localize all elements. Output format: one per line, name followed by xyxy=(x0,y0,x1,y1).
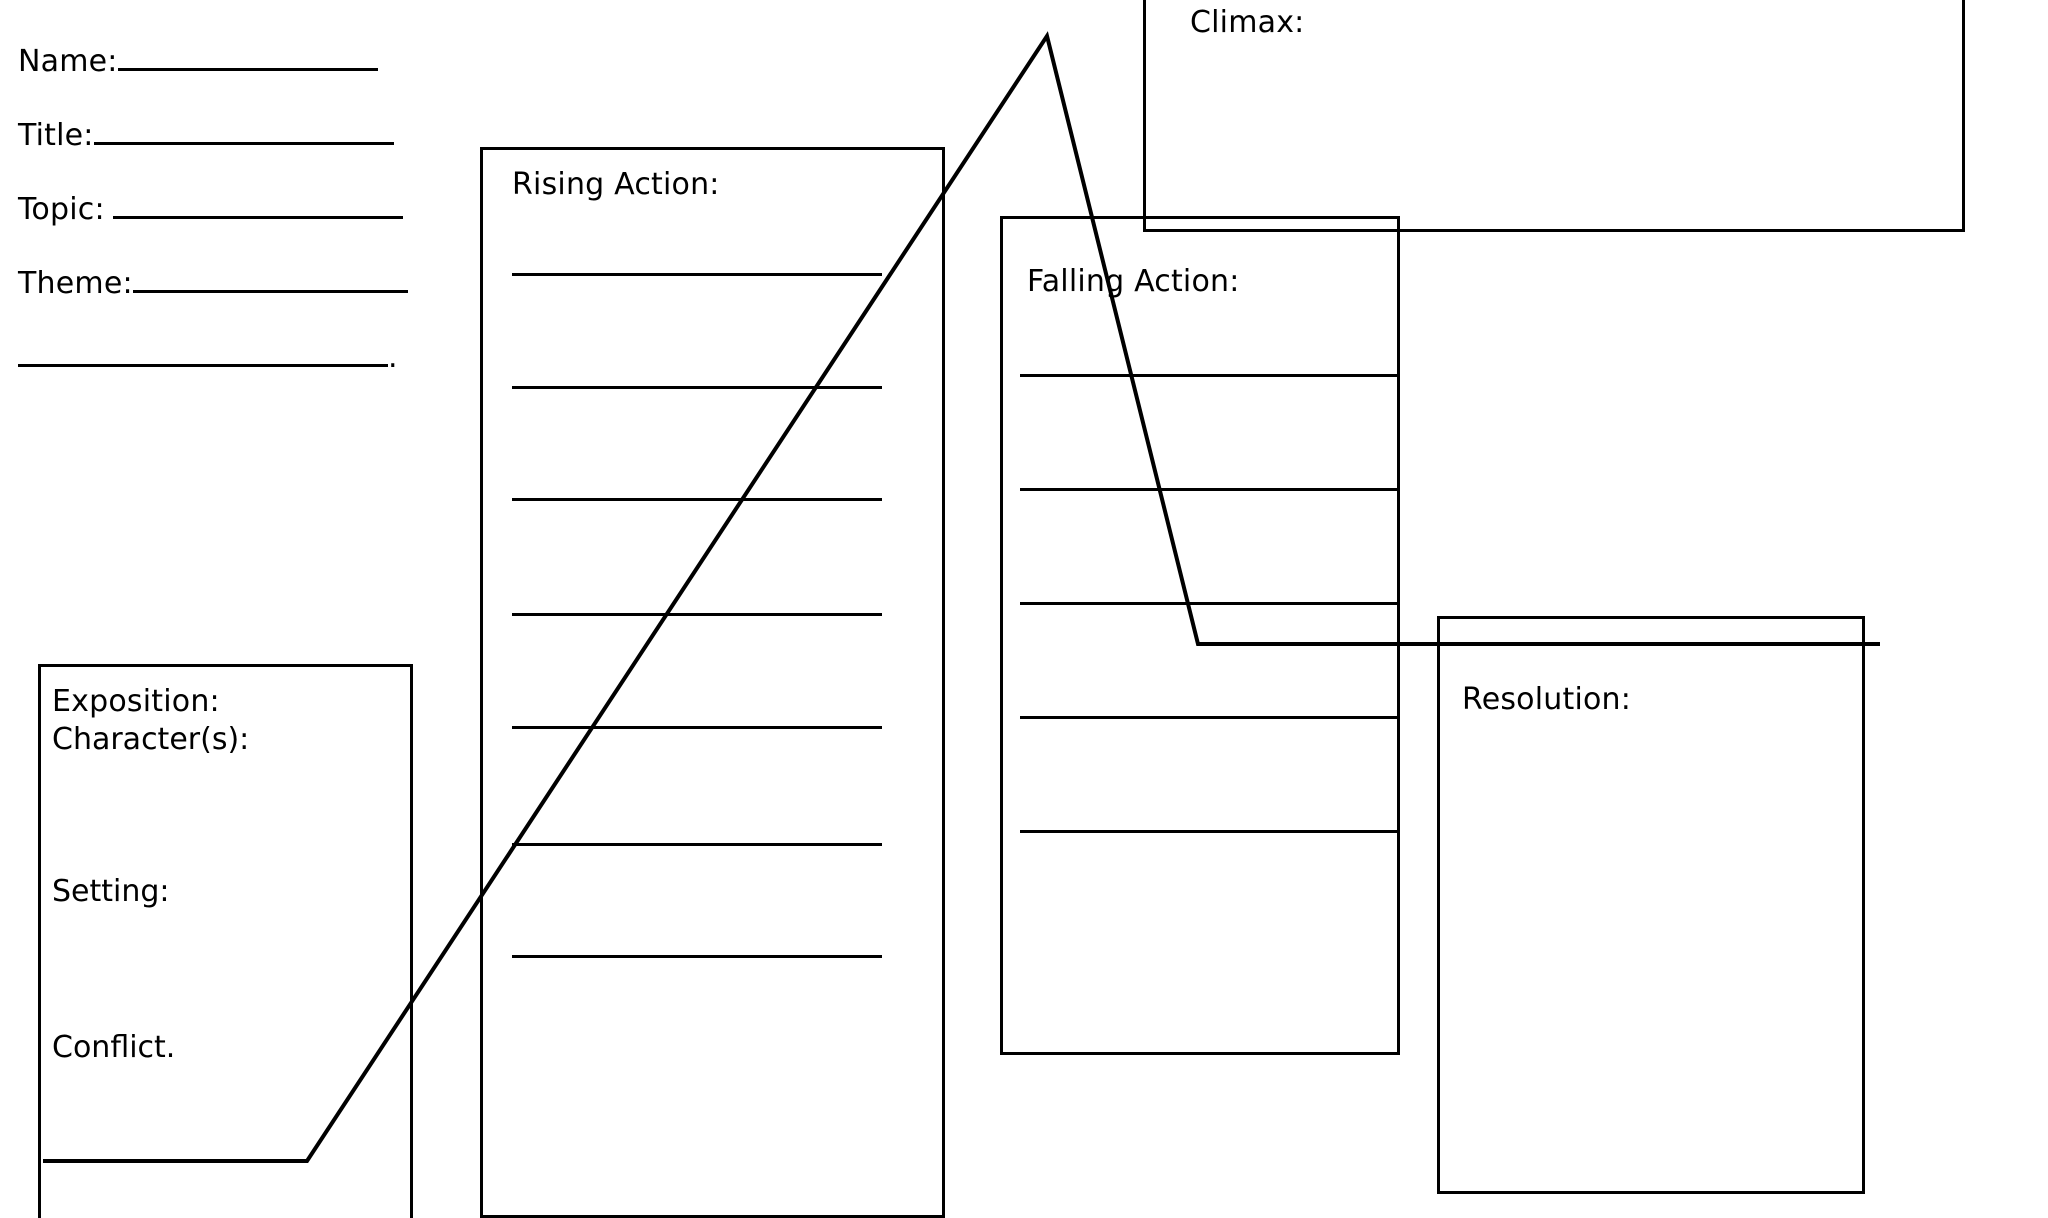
falling-action-box[interactable] xyxy=(1000,216,1400,1055)
field-theme: Theme: xyxy=(18,262,458,306)
field-theme-continuation-period: . xyxy=(388,340,398,375)
field-title-input[interactable] xyxy=(93,116,394,145)
climax-title: Climax: xyxy=(1190,5,1305,40)
field-name: Name: xyxy=(18,40,458,84)
falling-action-rule-2[interactable] xyxy=(1020,488,1400,491)
rising-action-title: Rising Action: xyxy=(512,167,720,202)
field-title: Title: xyxy=(18,114,458,158)
rising-action-rule-2[interactable] xyxy=(512,386,882,389)
exposition-setting-label: Setting: xyxy=(52,874,170,909)
exposition-conflict-label: Conflict. xyxy=(52,1030,176,1065)
field-topic: Topic: xyxy=(18,188,458,232)
field-topic-label: Topic: xyxy=(18,192,105,227)
rising-action-rule-6[interactable] xyxy=(512,843,882,846)
field-theme-label: Theme: xyxy=(18,266,133,301)
field-topic-input[interactable] xyxy=(112,190,403,219)
rising-action-rule-3[interactable] xyxy=(512,498,882,501)
falling-action-rule-1[interactable] xyxy=(1020,374,1400,377)
rising-action-rule-5[interactable] xyxy=(512,726,882,729)
field-theme-continuation-input[interactable] xyxy=(18,338,388,367)
header-fields: Name: Title: Topic: Theme: . xyxy=(18,40,458,410)
falling-action-title: Falling Action: xyxy=(1027,264,1240,299)
exposition-title: Exposition: xyxy=(52,684,220,719)
resolution-title: Resolution: xyxy=(1462,682,1632,717)
field-theme-input[interactable] xyxy=(132,264,408,293)
field-name-label: Name: xyxy=(18,44,118,79)
falling-action-rule-5[interactable] xyxy=(1020,830,1400,833)
rising-action-rule-7[interactable] xyxy=(512,955,882,958)
rising-action-rule-4[interactable] xyxy=(512,613,882,616)
falling-action-rule-3[interactable] xyxy=(1020,602,1400,605)
field-name-input[interactable] xyxy=(117,42,378,71)
field-theme-continuation: . xyxy=(18,336,458,380)
falling-action-rule-4[interactable] xyxy=(1020,716,1400,719)
field-title-label: Title: xyxy=(18,118,94,153)
rising-action-box[interactable] xyxy=(480,147,945,1218)
rising-action-rule-1[interactable] xyxy=(512,273,882,276)
exposition-characters-label: Character(s): xyxy=(52,722,250,757)
